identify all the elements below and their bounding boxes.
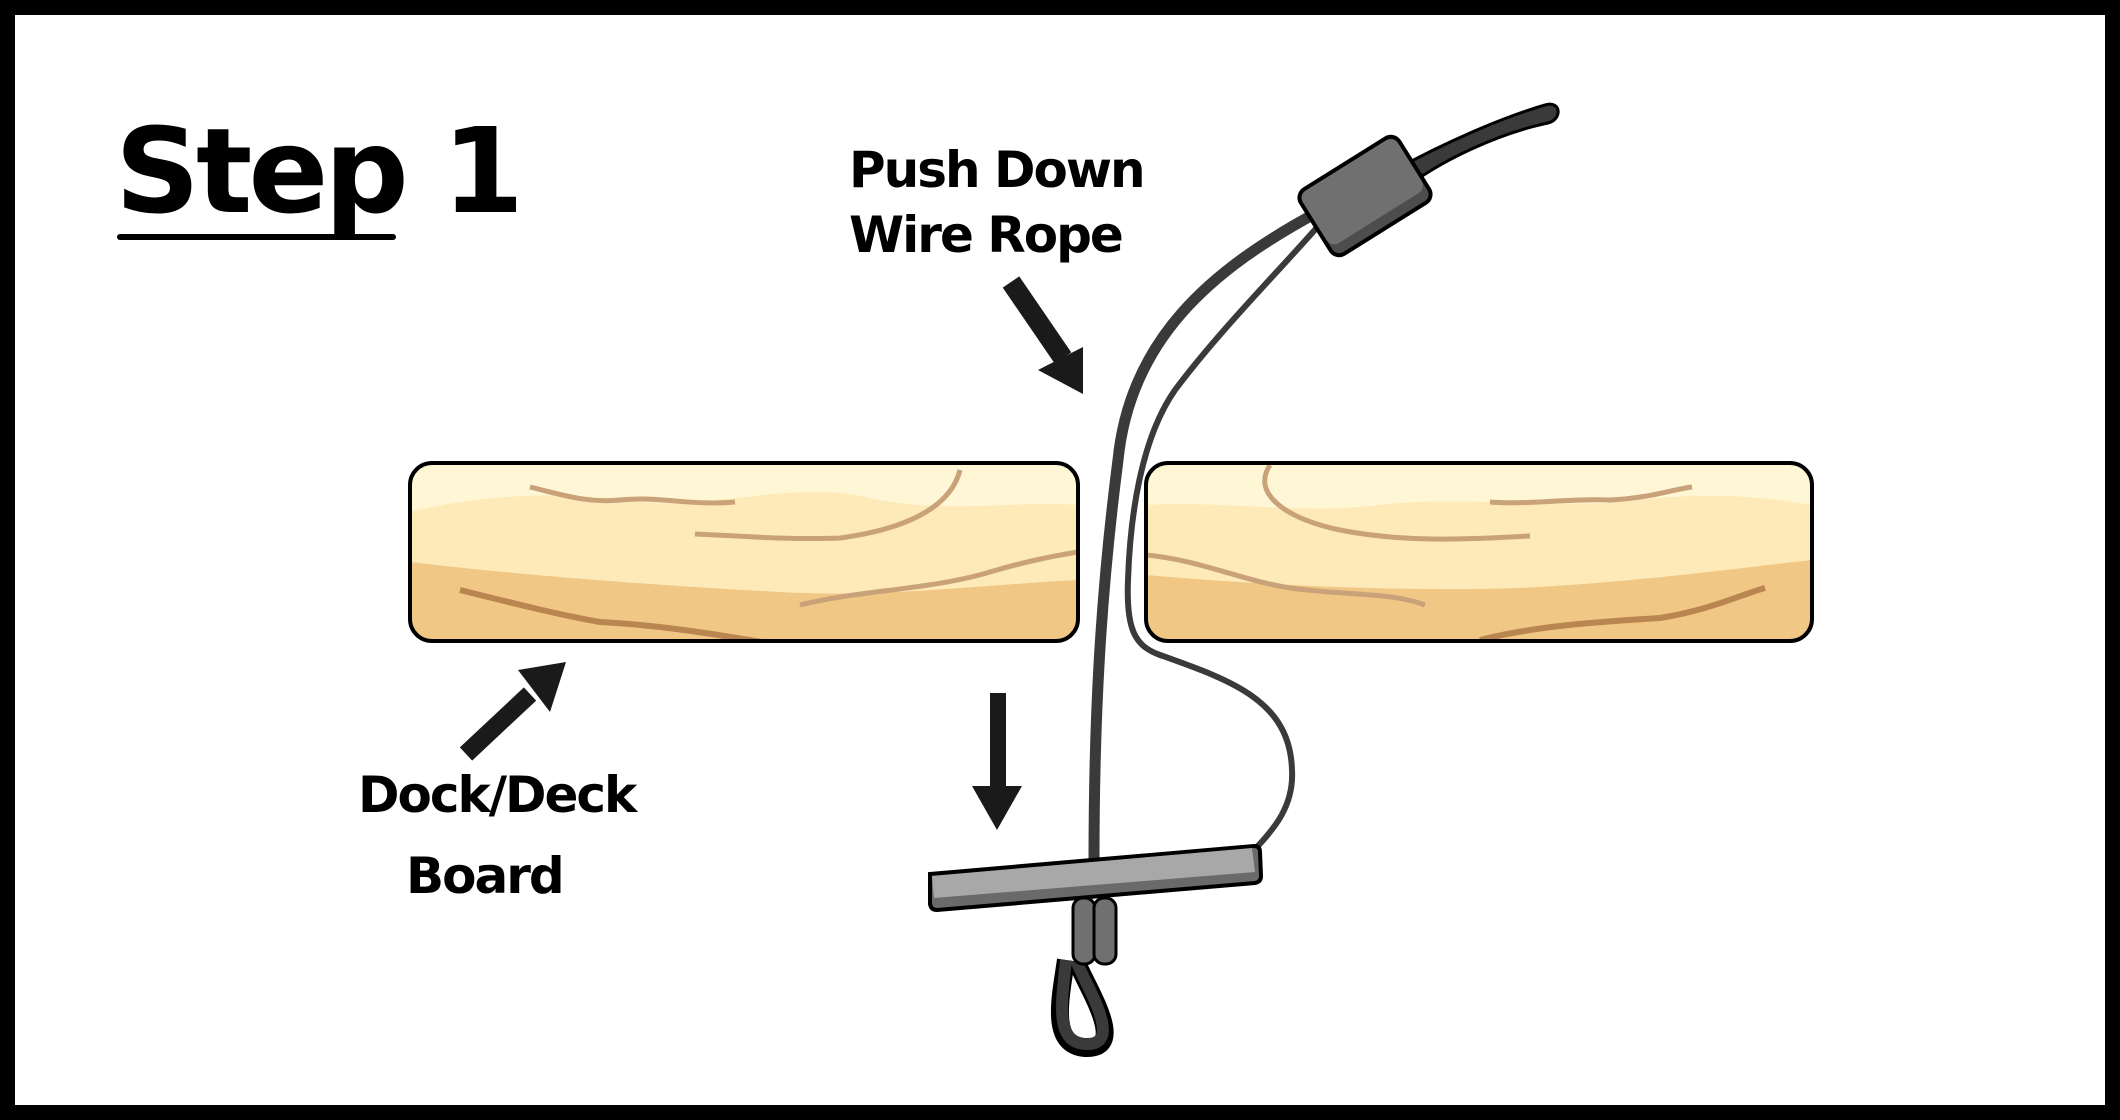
wire-rope-strand-main: [1088, 206, 1324, 868]
step-title-text: Step 1: [115, 102, 520, 240]
push-down-label-line1: Push Down: [849, 141, 1144, 199]
title-underline: [117, 234, 396, 240]
wire-rope-strand-return: [1124, 221, 1323, 851]
board-arrow-icon: [459, 662, 566, 761]
wire-rope: [1088, 206, 1324, 868]
rope-eye-loop-icon: [1050, 896, 1118, 1057]
step-title: Step 1: [115, 102, 524, 240]
rope-tail: [1393, 102, 1560, 195]
push-down-label-line2: Wire Rope: [849, 206, 1122, 264]
down-arrow-icon: [972, 693, 1022, 830]
board-label-line1: Dock/Deck: [358, 766, 639, 824]
push-down-label: Push Down Wire Rope: [849, 141, 1146, 264]
rope-clamp-icon: [1297, 134, 1433, 258]
dock-board-left: [408, 461, 1080, 643]
push-down-arrow-icon: [1002, 276, 1083, 394]
board-label: Dock/Deck Board: [358, 766, 641, 905]
board-label-line2: Board: [406, 847, 563, 905]
toggle-bar-icon: [928, 843, 1264, 913]
dock-board-right: [1144, 461, 1814, 643]
